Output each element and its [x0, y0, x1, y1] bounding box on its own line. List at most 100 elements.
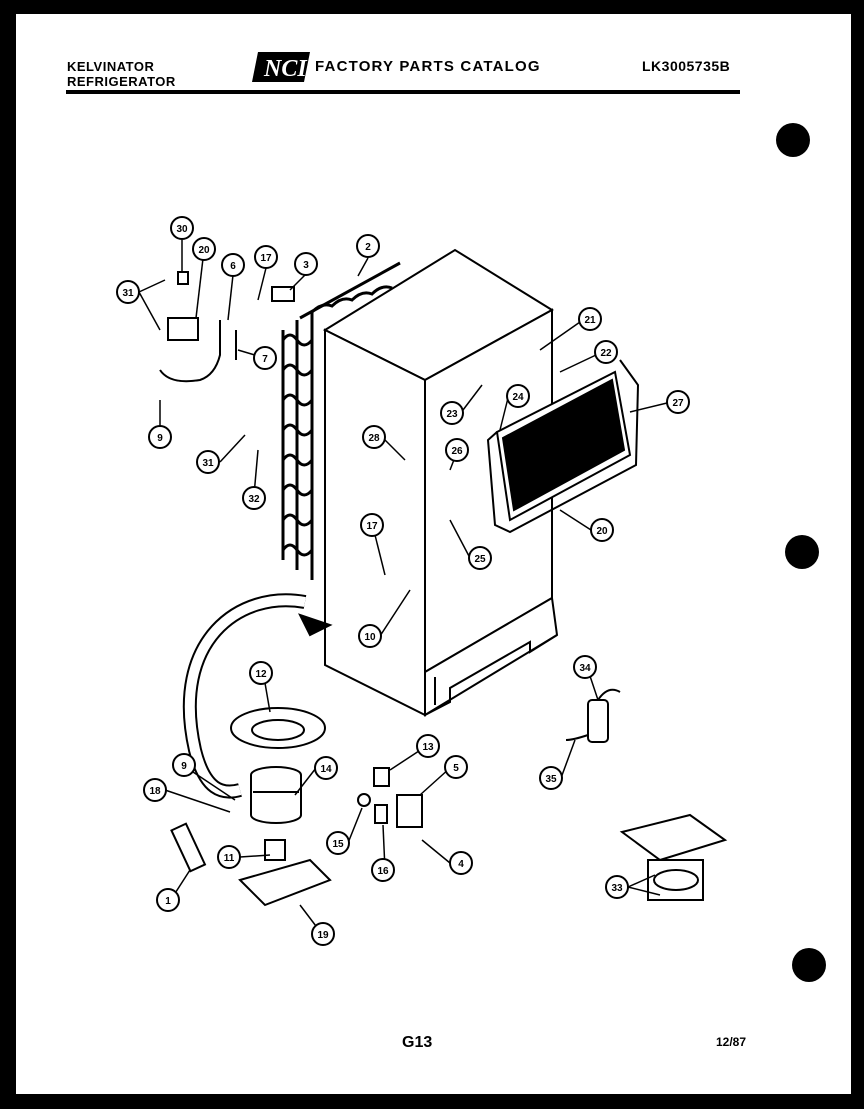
- capacitor-35: [565, 688, 621, 743]
- callout-label: 11: [224, 853, 235, 864]
- callout-circle: [217, 845, 241, 869]
- callout-label: 31: [122, 288, 134, 299]
- brand-label: KELVINATOR REFRIGERATOR: [67, 59, 176, 89]
- callout-21: 21: [578, 307, 602, 331]
- callout-32: 32: [242, 486, 266, 510]
- callout-11: 11: [217, 845, 241, 869]
- callout-circle: [449, 851, 473, 875]
- callout-label: 28: [368, 433, 380, 444]
- callout-label: 31: [202, 458, 214, 469]
- callout-34: 34: [573, 655, 597, 679]
- callout-31: 31: [196, 450, 220, 474]
- callout-circle: [249, 661, 273, 685]
- callout-label: 18: [149, 786, 161, 797]
- binder-hole-middle: [785, 535, 819, 569]
- callout-label: 12: [255, 669, 267, 680]
- callout-9: 9: [148, 425, 172, 449]
- callout-label: 34: [579, 663, 591, 674]
- callout-label: 9: [157, 433, 163, 444]
- callout-circle: [314, 756, 338, 780]
- callout-label: 32: [248, 494, 260, 505]
- page-code: G13: [402, 1034, 433, 1051]
- callout-label: 13: [422, 742, 434, 753]
- callout-label: 25: [474, 554, 486, 565]
- callout-17: 17: [254, 245, 278, 269]
- model-number: LK3005735B: [642, 58, 731, 74]
- alt-compressor: [619, 813, 728, 901]
- callout-label: 19: [317, 930, 329, 941]
- callout-circle: [440, 401, 464, 425]
- callout-22: 22: [594, 340, 618, 364]
- callout-12: 12: [249, 661, 273, 685]
- catalog-date: 12/87: [716, 1035, 747, 1049]
- callout-35: 35: [539, 766, 563, 790]
- callout-19: 19: [311, 922, 335, 946]
- callout-circle: [143, 778, 167, 802]
- callout-circle: [666, 390, 690, 414]
- callout-24: 24: [506, 384, 530, 408]
- callout-5: 5: [444, 755, 468, 779]
- callout-circle: [445, 438, 469, 462]
- callout-circle: [172, 753, 196, 777]
- callout-label: 35: [545, 774, 557, 785]
- callout-circle: [578, 307, 602, 331]
- callout-circle: [148, 425, 172, 449]
- callout-circle: [539, 766, 563, 790]
- callout-circle: [590, 518, 614, 542]
- callout-label: 1: [165, 896, 171, 907]
- callout-circle: [192, 237, 216, 261]
- callout-6: 6: [221, 253, 245, 277]
- callout-label: 3: [303, 260, 309, 271]
- callout-1: 1: [156, 888, 180, 912]
- callout-label: 17: [366, 521, 378, 532]
- callout-18: 18: [143, 778, 167, 802]
- callout-28: 28: [362, 425, 386, 449]
- leader-lines: [138, 240, 668, 935]
- evaporator: [486, 359, 640, 534]
- callout-circle: [254, 245, 278, 269]
- callout-label: 5: [453, 763, 459, 774]
- callout-10: 10: [358, 624, 382, 648]
- header-rule: [66, 90, 740, 94]
- callout-label: 7: [262, 354, 268, 365]
- callout-3: 3: [294, 252, 318, 276]
- callout-label: 33: [611, 883, 623, 894]
- callout-label: 24: [512, 392, 524, 403]
- compressor: [238, 766, 332, 907]
- drain-pan: [230, 707, 326, 749]
- callout-16: 16: [371, 858, 395, 882]
- callout-circle: [506, 384, 530, 408]
- callout-circle: [362, 425, 386, 449]
- callout-circle: [573, 655, 597, 679]
- callout-label: 14: [320, 764, 332, 775]
- callout-label: 30: [176, 224, 188, 235]
- small-parts: [159, 271, 295, 873]
- callout-circle: [311, 922, 335, 946]
- callout-circle: [416, 734, 440, 758]
- callout-9: 9: [172, 753, 196, 777]
- callout-circle: [116, 280, 140, 304]
- callout-31: 31: [116, 280, 140, 304]
- callout-circle: [221, 253, 245, 277]
- nci-logo: NCI: [252, 52, 310, 82]
- binder-hole-top: [776, 123, 810, 157]
- cabinet: [322, 248, 559, 717]
- callout-group: 3020617323179313221222723242826252017101…: [116, 216, 690, 946]
- condenser-coil: [281, 261, 401, 580]
- callout-label: 6: [230, 261, 236, 272]
- callout-circle: [360, 513, 384, 537]
- drain-tube-arc: [182, 593, 333, 799]
- callout-4: 4: [449, 851, 473, 875]
- callout-circle: [356, 234, 380, 258]
- callout-2: 2: [356, 234, 380, 258]
- callout-label: 21: [584, 315, 596, 326]
- callout-27: 27: [666, 390, 690, 414]
- callout-circle: [170, 216, 194, 240]
- callout-25: 25: [468, 546, 492, 570]
- callout-label: 20: [198, 245, 210, 256]
- callout-label: 26: [451, 446, 463, 457]
- binder-hole-bottom: [792, 948, 826, 982]
- callout-label: 9: [181, 761, 187, 772]
- callout-label: 2: [365, 242, 371, 253]
- callout-label: 4: [458, 859, 464, 870]
